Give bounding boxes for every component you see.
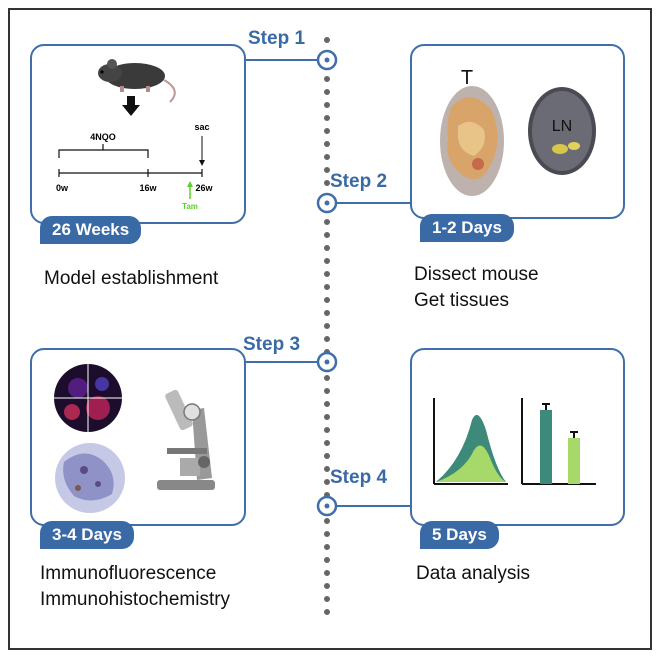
- tam-arrow-icon: [187, 181, 193, 187]
- caption-line: Immunohistochemistry: [40, 589, 231, 610]
- figure-frame: [8, 8, 652, 650]
- caption-line: Immunofluorescence: [40, 563, 217, 584]
- step-1-card: 4NQO sac 0w 16w 26w Tam: [30, 44, 246, 224]
- step-3-caption: Immunofluorescence Immunohistochemistry: [40, 561, 230, 613]
- tick-0w: 0w: [56, 183, 69, 193]
- treatment-bracket: [58, 144, 149, 158]
- model-timeline: 4NQO sac 0w 16w 26w Tam: [56, 59, 214, 211]
- bar-dark: [540, 410, 552, 484]
- staining-images: [54, 364, 215, 513]
- step-4-node: [316, 495, 338, 517]
- bar-light: [568, 438, 580, 484]
- tumor-label: T: [461, 67, 473, 89]
- microscope-icon: [157, 389, 215, 490]
- duration-badge-1: 26 Weeks: [40, 216, 142, 244]
- duration-badge-3: 3-4 Days: [40, 521, 134, 549]
- lymph-node-label: LN: [552, 118, 572, 135]
- lymph-node-image: [528, 87, 596, 175]
- caption-line: Data analysis: [416, 563, 531, 584]
- mouse-icon: [98, 59, 176, 103]
- analysis-charts-icon: [433, 398, 596, 485]
- step-4-caption: Data analysis: [416, 561, 530, 587]
- step-1-caption: Model establishment: [44, 266, 218, 292]
- down-arrow-icon: [122, 96, 140, 116]
- step-3-card: [30, 348, 246, 526]
- caption-line: Get tissues: [414, 290, 510, 311]
- step-3-node: [316, 351, 338, 373]
- step-1-node: [316, 49, 338, 71]
- step-4-card: [410, 348, 625, 526]
- duration-badge-4: 5 Days: [420, 521, 499, 549]
- sac-label: sac: [194, 122, 209, 132]
- step-1-label: Step 1: [248, 28, 306, 49]
- step-4-label: Step 4: [330, 467, 388, 488]
- tissue-images: T LN: [440, 67, 596, 196]
- immunofluorescence-image: [54, 364, 122, 432]
- tumor-tissue-image: [440, 86, 504, 196]
- caption-line: Model establishment: [44, 268, 219, 289]
- step-3-label: Step 3: [243, 334, 301, 355]
- step-2-card: T LN: [410, 44, 625, 219]
- caption-line: Dissect mouse: [414, 264, 539, 285]
- immunohistochemistry-image: [55, 443, 125, 513]
- density-curve-light: [436, 445, 506, 482]
- step-2-node: [316, 192, 338, 214]
- tick-16w: 16w: [139, 183, 157, 193]
- tick-26w: 26w: [195, 183, 213, 193]
- duration-badge-2: 1-2 Days: [420, 214, 514, 242]
- tam-label: Tam: [182, 202, 198, 211]
- step-2-label: Step 2: [330, 171, 388, 192]
- treatment-label: 4NQO: [90, 132, 116, 142]
- sac-arrow-icon: [199, 160, 205, 166]
- step-2-caption: Dissect mouse Get tissues: [414, 262, 539, 314]
